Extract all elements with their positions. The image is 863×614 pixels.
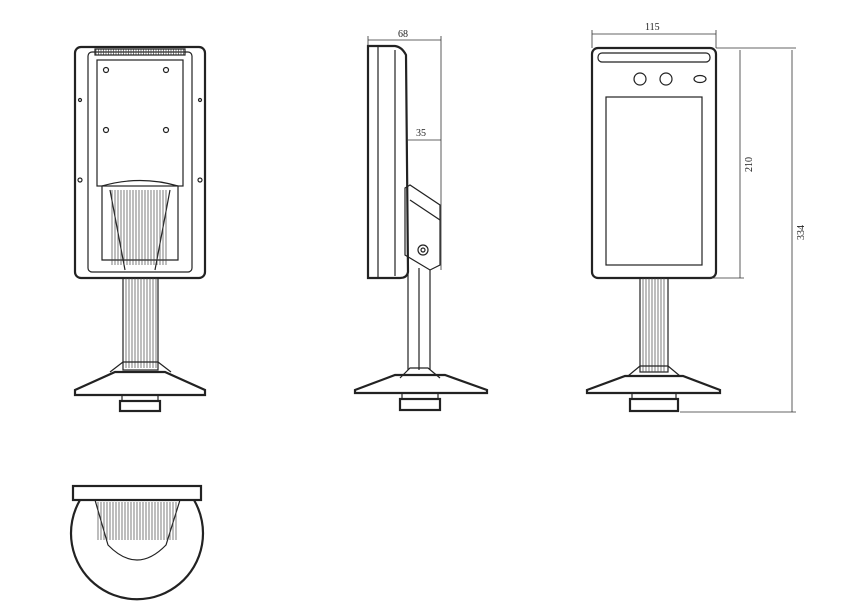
front-view: 115 210 334	[585, 22, 807, 413]
dim-depth-bracket: 35	[416, 128, 426, 139]
screen	[605, 96, 703, 266]
back-view	[73, 45, 207, 413]
sensor-icon	[693, 74, 707, 84]
dim-panel-height: 210	[744, 157, 755, 172]
camera-icon	[633, 72, 647, 86]
camera-icon	[659, 72, 673, 86]
dim-width: 115	[645, 22, 660, 33]
bottom-view	[69, 484, 205, 601]
side-view: 68 35	[353, 29, 489, 412]
dim-depth-total: 68	[398, 29, 408, 40]
dim-total-height: 334	[796, 225, 807, 240]
